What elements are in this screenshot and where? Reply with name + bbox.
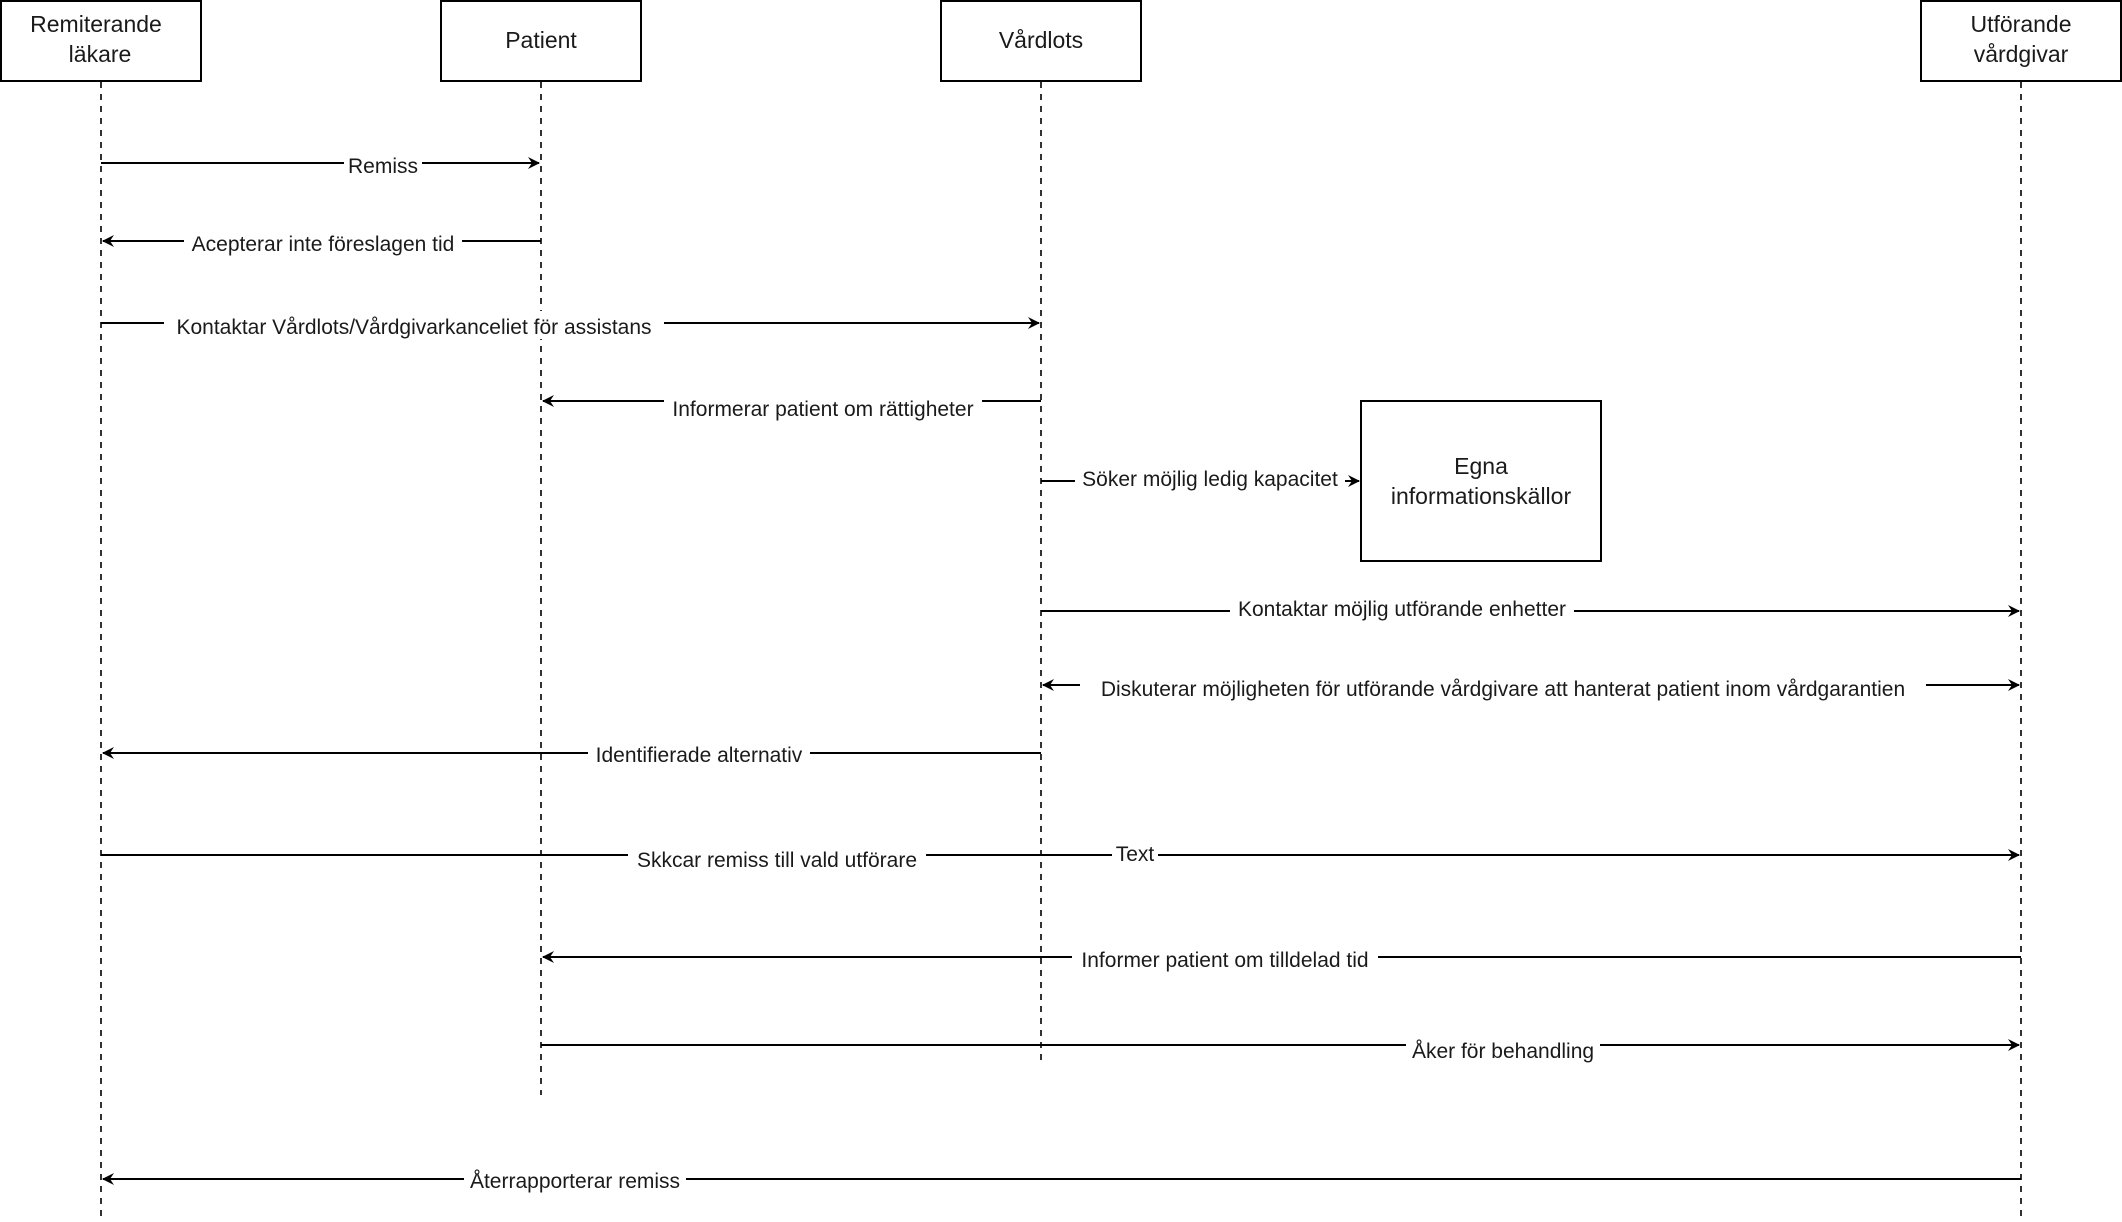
note-egna-informationskallor[interactable]: Egna informationskällor: [1360, 400, 1602, 562]
message-label: Informerar patient om rättigheter: [672, 398, 973, 421]
message-soker-kapacitet[interactable]: Söker möjlig ledig kapacitet: [1041, 465, 1360, 493]
message-label: Diskuterar möjligheten för utförande vår…: [1101, 678, 1905, 701]
message-diskuterar[interactable]: Diskuterar möjligheten för utförande vår…: [1042, 674, 2020, 702]
note-label-line-2: informationskällor: [1391, 483, 1572, 509]
message-label: Återrapporterar remiss: [470, 1170, 680, 1193]
message-label: Skkcar remiss till vald utförare: [637, 849, 917, 872]
message-informer-tilldelad-tid[interactable]: Informer patient om tilldelad tid: [542, 946, 2021, 974]
actor-vardlots[interactable]: Vårdlots: [940, 0, 1142, 82]
message-kontaktar-enhetter[interactable]: Kontaktar möjlig utförande enhetter: [1041, 596, 2020, 624]
message-kontaktar-vardlots[interactable]: Kontaktar Vårdlots/Vårdgivarkanceliet fö…: [101, 311, 1040, 339]
actor-remiterande[interactable]: Remiterande läkare: [0, 0, 202, 82]
message-extra-label: Text: [1116, 843, 1155, 866]
message-label: Åker för behandling: [1412, 1040, 1594, 1063]
actor-patient-label: Patient: [505, 27, 577, 53]
actor-remiterande-label-line-1: Remiterande: [30, 11, 162, 37]
message-label: Kontaktar Vårdlots/Vårdgivarkanceliet fö…: [176, 316, 651, 339]
actor-utforande-label-line-2: vårdgivar: [1974, 41, 2069, 67]
message-label: Informer patient om tilldelad tid: [1081, 949, 1368, 972]
actor-remiterande-label-line-2: läkare: [69, 41, 132, 67]
message-informerar-rattigheter[interactable]: Informerar patient om rättigheter: [542, 394, 1041, 422]
message-remiss[interactable]: Remiss: [101, 150, 540, 178]
message-label: Söker möjlig ledig kapacitet: [1082, 468, 1338, 491]
message-label: Acepterar inte föreslagen tid: [192, 233, 455, 256]
message-label: Remiss: [348, 155, 418, 178]
message-label: Identifierade alternativ: [596, 744, 803, 767]
message-skkcar-remiss[interactable]: Skkcar remiss till vald utförare Text: [101, 840, 2020, 876]
note-label-line-1: Egna: [1454, 453, 1508, 479]
message-label: Kontaktar möjlig utförande enhetter: [1238, 598, 1566, 621]
message-acepterar-inte[interactable]: Acepterar inte föreslagen tid: [102, 228, 541, 256]
actor-utforande[interactable]: Utförande vårdgivar: [1920, 0, 2122, 82]
actor-vardlots-label: Vårdlots: [999, 27, 1083, 53]
message-aterrapporterar-remiss[interactable]: Återrapporterar remiss: [102, 1166, 2021, 1194]
message-identifierade-alternativ[interactable]: Identifierade alternativ: [102, 741, 1041, 769]
actor-utforande-label-line-1: Utförande: [1970, 11, 2071, 37]
actor-patient[interactable]: Patient: [440, 0, 642, 82]
message-aker-for-behandling[interactable]: Åker för behandling: [541, 1036, 2020, 1064]
